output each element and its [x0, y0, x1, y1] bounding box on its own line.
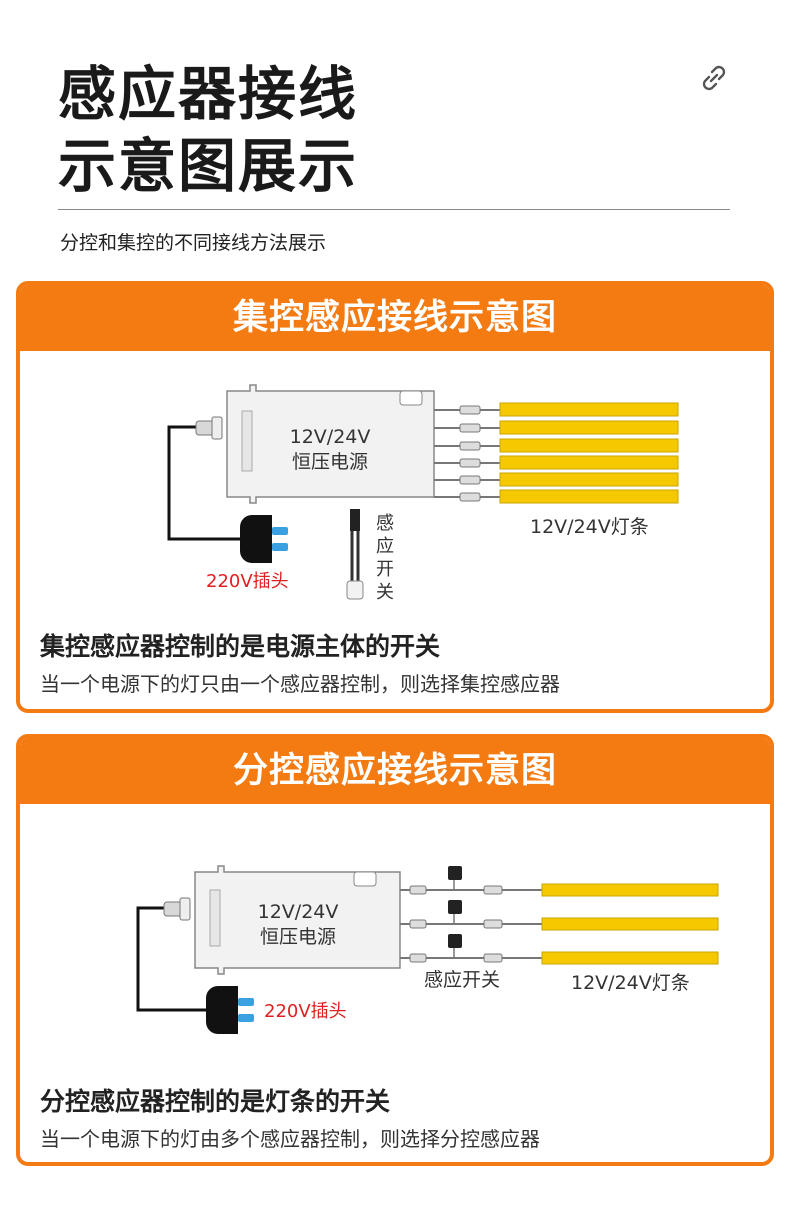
plug-label: 220V插头 [206, 571, 289, 592]
wiring-diagram-centralized: 12V/24V 恒压电源 220V插头 感 应 开 关 [20, 351, 770, 621]
card-centralized-control: 集控感应接线示意图 12V/24V 恒压电源 22 [16, 281, 774, 713]
psu-voltage-label: 12V/24V [258, 901, 339, 923]
plug-label: 220V插头 [264, 1001, 347, 1022]
page-title-line1: 感应器接线 [58, 60, 359, 128]
sensor-label: 感 应 开 关 [376, 513, 394, 603]
svg-text:感: 感 [376, 513, 394, 534]
plug-icon [206, 986, 254, 1034]
power-supply-box [194, 865, 401, 975]
svg-text:应: 应 [376, 536, 394, 557]
header-divider [58, 209, 730, 210]
strip-label: 12V/24V灯条 [571, 972, 690, 994]
page-subtitle: 分控和集控的不同接线方法展示 [60, 232, 327, 254]
card-summary-desc: 当一个电源下的灯由多个感应器控制，则选择分控感应器 [40, 1127, 540, 1151]
card-distributed-control: 分控感应接线示意图 12V/24V 恒压电源 220V插头 [16, 734, 774, 1166]
card-title: 分控感应接线示意图 [20, 738, 770, 804]
plug-icon [240, 515, 288, 563]
led-strips [434, 402, 679, 504]
card-summary-desc: 当一个电源下的灯只由一个感应器控制，则选择集控感应器 [40, 672, 560, 696]
sensor-switch-icon [346, 509, 364, 600]
card-summary-title: 分控感应器控制的是灯条的开关 [40, 1087, 391, 1116]
strip-label: 12V/24V灯条 [530, 516, 649, 538]
svg-text:开: 开 [376, 559, 394, 580]
svg-text:关: 关 [376, 582, 394, 603]
psu-type-label: 恒压电源 [260, 926, 336, 948]
psu-type-label: 恒压电源 [292, 451, 368, 473]
card-title: 集控感应接线示意图 [20, 285, 770, 351]
page-title-line2: 示意图展示 [58, 132, 359, 200]
cable-gland-icon [163, 897, 191, 921]
card-summary-title: 集控感应器控制的是电源主体的开关 [40, 632, 441, 661]
sensor-label: 感应开关 [424, 969, 500, 991]
cable-gland-icon [195, 416, 223, 440]
psu-voltage-label: 12V/24V [290, 426, 371, 448]
wiring-diagram-distributed: 12V/24V 恒压电源 220V插头 [20, 804, 770, 1074]
sensor-switch-group [400, 866, 719, 965]
link-icon[interactable] [696, 60, 732, 96]
page-title: 感应器接线 示意图展示 [58, 58, 358, 202]
